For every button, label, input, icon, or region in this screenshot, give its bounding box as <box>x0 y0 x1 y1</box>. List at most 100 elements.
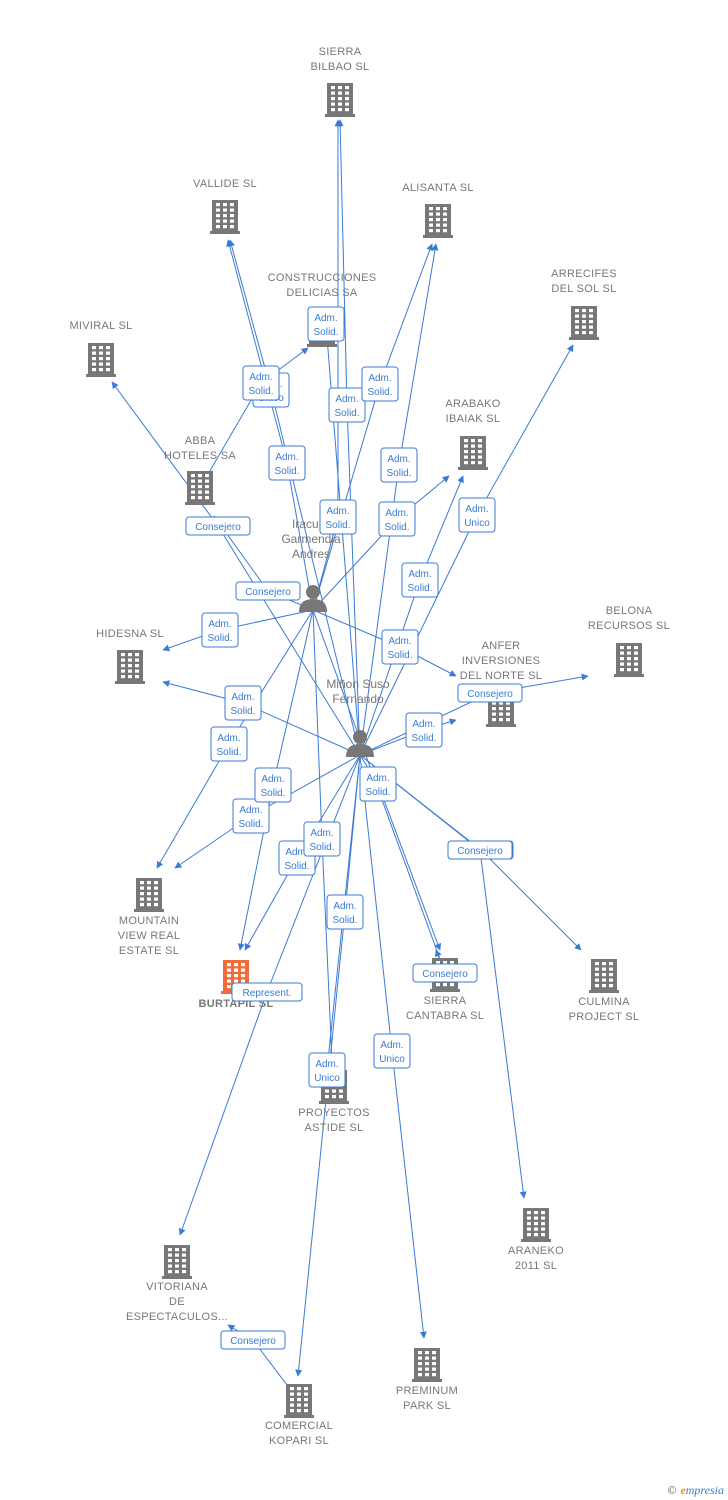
edge-label[interactable]: Adm.Solid. <box>380 447 418 483</box>
building-window <box>106 368 110 372</box>
building-window <box>168 1253 172 1257</box>
building-window <box>223 208 227 212</box>
building-window <box>182 1270 186 1274</box>
company-name: KOPARI SL <box>269 1435 329 1447</box>
building-window <box>205 485 209 489</box>
edge-label-text: Unico <box>314 1073 340 1084</box>
person-name: Garmendia <box>281 532 341 546</box>
edge-label[interactable]: Adm.Solid. <box>242 365 280 401</box>
edge-label[interactable]: Adm.Solid. <box>232 798 270 834</box>
company-node[interactable]: VALLIDE SL <box>193 178 257 234</box>
edge-label[interactable]: Adm.Solid. <box>401 562 439 598</box>
edge-label[interactable]: Consejero <box>220 1330 286 1350</box>
edge-label[interactable]: Adm.Solid. <box>359 766 397 802</box>
building-window <box>230 214 234 218</box>
person-head <box>306 585 320 599</box>
edge-label[interactable]: Consejero <box>447 840 513 860</box>
edge-label-text: Solid. <box>325 520 350 531</box>
building-window <box>223 203 227 207</box>
edge-label[interactable]: Adm.Solid. <box>378 501 416 537</box>
building-window <box>595 973 599 977</box>
edge-label[interactable]: Adm.Solid. <box>326 894 364 930</box>
building-window <box>450 961 454 965</box>
edge-label[interactable]: Consejero <box>235 581 301 601</box>
brand-watermark[interactable]: ©empresia <box>667 1483 724 1498</box>
building-base <box>325 114 355 117</box>
building-window <box>418 1373 422 1377</box>
company-node[interactable]: ALISANTA SL <box>402 182 474 238</box>
edge-label[interactable]: Adm.Solid. <box>268 445 306 481</box>
edge-label[interactable]: Adm.Solid. <box>210 726 248 762</box>
building-window <box>443 212 447 216</box>
edge-label-text: Adm. <box>368 373 391 384</box>
building-window <box>541 1216 545 1220</box>
building-window <box>589 331 593 335</box>
edge-label-text: Solid. <box>313 327 338 338</box>
edge-label-text: Solid. <box>207 633 232 644</box>
building-window <box>304 1409 308 1413</box>
company-name: CONSTRUCCIONES <box>268 272 377 284</box>
edge-label-text: Solid. <box>387 650 412 661</box>
edge-label[interactable]: Adm.Unico <box>308 1052 346 1088</box>
building-window <box>602 973 606 977</box>
building-window <box>425 1362 429 1366</box>
company-node[interactable]: HIDESNA SL <box>96 628 164 684</box>
company-name: PREMINUM <box>396 1385 458 1397</box>
edge-label[interactable]: Adm.Solid. <box>254 767 292 803</box>
person-name: Andres <box>292 547 330 561</box>
building-window <box>575 320 579 324</box>
edge-label[interactable]: Adm.Unico <box>373 1033 411 1069</box>
edge-label[interactable]: Adm.Solid. <box>224 685 262 721</box>
edge-label[interactable]: Consejero <box>412 963 478 983</box>
building-window <box>297 1392 301 1396</box>
building-window <box>464 455 468 459</box>
building-window <box>436 212 440 216</box>
edge-label-box <box>401 562 439 598</box>
company-node[interactable]: VITORIANADEESPECTACULOS... <box>126 1245 228 1323</box>
building-window <box>198 496 202 500</box>
edge-label-text: Solid. <box>230 706 255 717</box>
company-node[interactable]: MIVIRAL SL <box>69 320 132 377</box>
edge-label[interactable]: Consejero <box>457 683 523 703</box>
building-window <box>216 214 220 218</box>
building-window <box>99 362 103 366</box>
edge-label[interactable]: Adm.Solid. <box>361 366 399 402</box>
edge-label-text: Solid. <box>248 386 273 397</box>
building-window <box>191 474 195 478</box>
edge-label[interactable]: Adm.Solid. <box>405 712 443 748</box>
edge-label-box <box>201 612 239 648</box>
edge-label[interactable]: Adm.Solid. <box>303 821 341 857</box>
edge-label[interactable]: Adm.Solid. <box>307 306 345 342</box>
edge-label-text: Adm. <box>333 901 356 912</box>
edge-label[interactable]: Adm.Solid. <box>328 387 366 423</box>
edge-label[interactable]: Represent. <box>231 982 303 1002</box>
edge-label[interactable]: Adm.Unico <box>458 497 496 533</box>
edge-label-text: Adm. <box>408 569 431 580</box>
building-window <box>429 207 433 211</box>
building-window <box>106 357 110 361</box>
building-window <box>168 1259 172 1263</box>
edge-label[interactable]: Adm.Solid. <box>381 629 419 665</box>
building-window <box>429 218 433 222</box>
building-window <box>478 461 482 465</box>
edge-label-box <box>447 840 513 860</box>
building-window <box>634 662 638 666</box>
edge-label[interactable]: Consejero <box>185 516 251 536</box>
edge-label[interactable]: Adm.Solid. <box>201 612 239 648</box>
building-base <box>569 337 599 340</box>
brand-name: mpresia <box>685 1483 724 1497</box>
edge-label[interactable]: Adm.Solid. <box>319 499 357 535</box>
